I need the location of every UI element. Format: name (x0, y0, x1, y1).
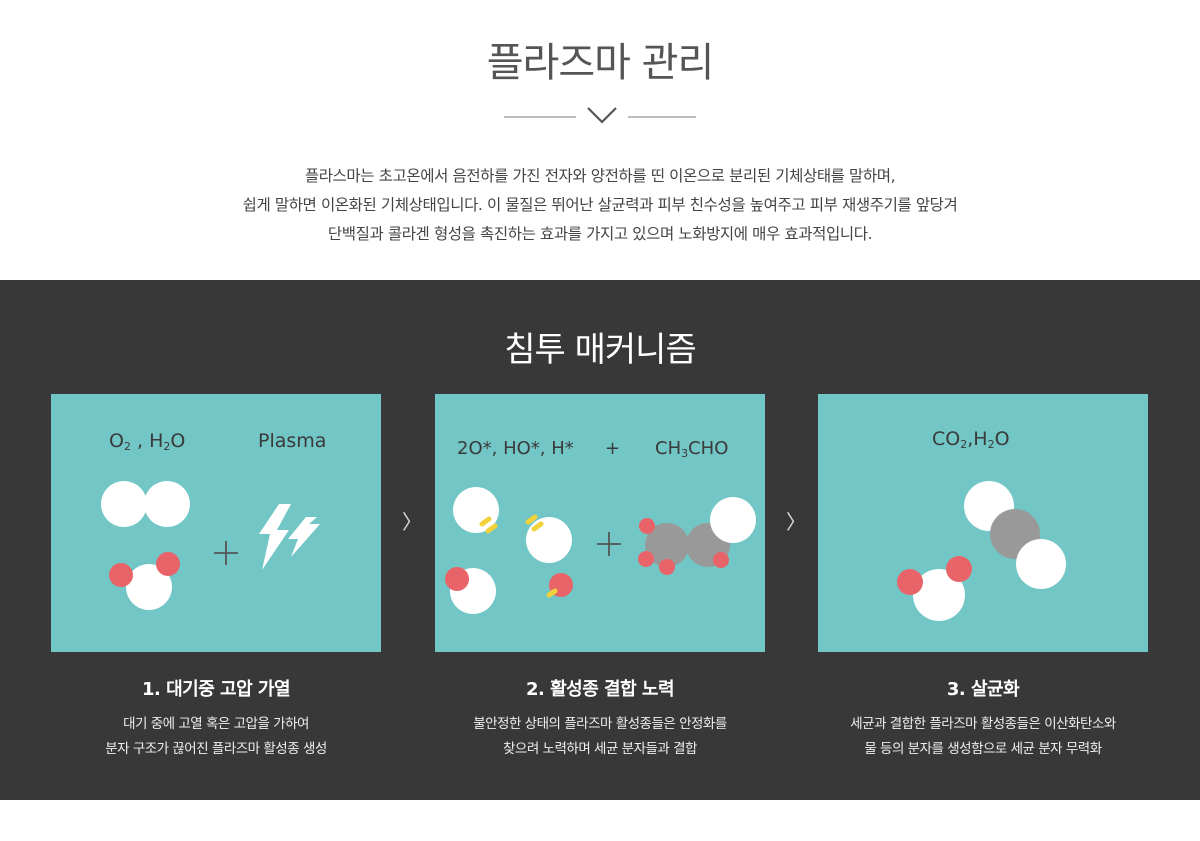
intro-line: 쉽게 말하면 이온화된 기체상태입니다. 이 물질은 뛰어난 살균력과 피부 친… (242, 196, 958, 214)
card1-molecule-label: O2 , H2O (109, 430, 186, 453)
mechanism-title: 침투 매커니즘 (504, 330, 697, 370)
oxygen-atom (526, 517, 572, 563)
card2-active-species-label: 2O*, HO*, H* (457, 438, 574, 459)
step-3-desc-line: 세균과 결합한 플라즈마 활성종들은 이산화탄소와 (850, 716, 1116, 732)
arrow-right-icon: 〉 (786, 510, 806, 534)
card2-illustration (445, 487, 756, 614)
step-1-title: 1. 대기중 고압 가열 (141, 679, 291, 700)
hydrogen-atom (109, 563, 133, 587)
hydrogen-atom (156, 552, 180, 576)
step-1-description: 대기 중에 고열 혹은 고압을 가하여 분자 구조가 끊어진 플라즈마 활성종 … (26, 712, 406, 762)
mechanism-section: 침투 매커니즘 O2 , H2O Plasma 〉 2O*, HO*, H* +… (0, 280, 1200, 800)
card2-plus-label: + (605, 438, 621, 459)
hydrogen-atom (713, 552, 729, 568)
card3-product-label: CO2,H2O (932, 428, 1010, 451)
hydrogen-atom (639, 518, 655, 534)
mechanism-card-3: CO2,H2O (818, 394, 1148, 652)
card2-molecule-label: CH3CHO (655, 438, 729, 460)
hydrogen-atom (445, 567, 469, 591)
hydrogen-atom (897, 569, 923, 595)
bond-icon (479, 514, 558, 598)
step-2-desc-line: 찾으려 노력하며 세균 분자들과 결합 (503, 741, 697, 757)
arrow-right-icon: 〉 (402, 510, 422, 534)
step-2-desc-line: 불안정한 상태의 플라즈마 활성종들은 안정화를 (473, 716, 727, 732)
oxygen-atom (126, 564, 172, 610)
step-3-title: 3. 살균화 (946, 679, 1020, 700)
carbon-atom (645, 523, 689, 567)
step-1-desc-line: 분자 구조가 끊어진 플라즈마 활성종 생성 (105, 741, 327, 757)
hydrogen-atom (946, 556, 972, 582)
step-1-desc-line: 대기 중에 고열 혹은 고압을 가하여 (123, 716, 309, 732)
oxygen-atom (101, 481, 147, 527)
mechanism-card-1: O2 , H2O Plasma (51, 394, 381, 652)
page-title: 플라즈마 관리 (486, 40, 715, 86)
card3-illustration (897, 481, 1066, 621)
chevron-down-icon (587, 107, 617, 124)
intro-line: 플라스마는 초고온에서 음전하를 가진 전자와 양전하를 띤 이온으로 분리된 … (304, 167, 896, 185)
oxygen-atom (913, 569, 965, 621)
oxygen-atom (1016, 539, 1066, 589)
plus-icon (597, 532, 621, 556)
lightning-icon (259, 504, 320, 570)
step-2-description: 불안정한 상태의 플라즈마 활성종들은 안정화를 찾으려 노력하며 세균 분자들… (410, 712, 790, 762)
step-2-title: 2. 활성종 결합 노력 (525, 679, 675, 700)
intro-section: 플라즈마 관리 플라스마는 초고온에서 음전하를 가진 전자와 양전하를 띤 이… (0, 0, 1200, 280)
plus-icon (214, 541, 238, 565)
card1-illustration (101, 481, 320, 610)
step-3-description: 세균과 결합한 플라즈마 활성종들은 이산화탄소와 물 등의 분자를 생성함으로… (793, 712, 1173, 762)
hydrogen-atom (659, 559, 675, 575)
intro-description: 플라스마는 초고온에서 음전하를 가진 전자와 양전하를 띤 이온으로 분리된 … (0, 162, 1200, 249)
step-3-desc-line: 물 등의 분자를 생성함으로 세균 분자 무력화 (864, 741, 1102, 757)
hydrogen-atom (638, 551, 654, 567)
card1-plasma-label: Plasma (258, 430, 327, 452)
oxygen-atom (710, 497, 756, 543)
oxygen-atom (144, 481, 190, 527)
mechanism-card-2: 2O*, HO*, H* + CH3CHO (435, 394, 765, 652)
chevron-down-divider (504, 107, 696, 124)
intro-line: 단백질과 콜라겐 형성을 촉진하는 효과를 가지고 있으며 노화방지에 매우 효… (327, 225, 873, 243)
